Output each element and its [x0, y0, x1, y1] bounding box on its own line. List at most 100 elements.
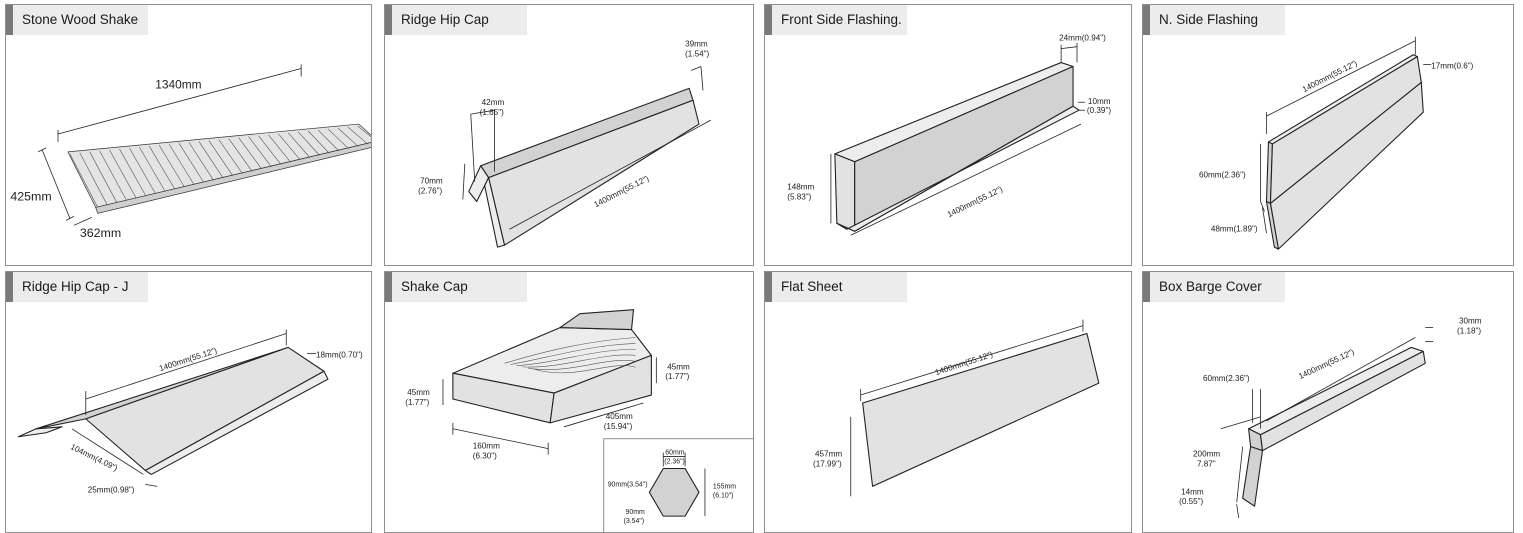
- shake-strip: [228, 138, 253, 172]
- dim-lip: 18mm(0.70"): [316, 350, 363, 359]
- panel-stone-wood-shake: Stone Wood Shake 1340mm 425mm 362mm: [5, 4, 372, 266]
- flashing-lower-edge: [1265, 200, 1279, 250]
- shake-strip: [218, 139, 243, 174]
- dim-upper-height: 60mm(2.36"): [1199, 171, 1246, 180]
- dim-depth: 362mm: [80, 226, 121, 240]
- dim-height: 70mm: [420, 177, 443, 186]
- shake-cap-drawing: 45mm (1.77") 45mm (1.77") 405mm (15.94")…: [405, 309, 753, 532]
- shake-strip: [79, 152, 108, 206]
- shake-strip: [307, 130, 330, 154]
- shake-strip: [178, 143, 205, 183]
- dim-width: 425mm: [10, 189, 51, 203]
- shake-strip: [208, 140, 234, 176]
- shake-cap-ridge: [534, 365, 636, 374]
- shake-strip: [129, 147, 156, 195]
- dim-flange-in: (1.65"): [480, 108, 504, 117]
- dim-height-in: (17.99"): [813, 460, 842, 469]
- cap-j-edge: [144, 370, 329, 475]
- stone-wood-shake-drawing: 1340mm 425mm 362mm: [10, 64, 371, 240]
- shake-strip: [109, 149, 137, 199]
- front-side-flashing-drawing: 24mm(0.94") 10mm (0.39") 148mm (5.83") 1…: [787, 34, 1111, 236]
- shake-strip: [149, 146, 176, 190]
- panel-front-side-flashing: Front Side Flashing. 24mm(0.94") 10mm (0…: [764, 4, 1132, 266]
- shake-strip: [99, 150, 127, 201]
- shake-cap-right: [549, 354, 652, 424]
- box-barge-cover-drawing: 30mm (1.18") 1400mm(55.12") 60mm(2.36") …: [1179, 317, 1482, 519]
- shake-strip: [268, 134, 291, 163]
- detail-height: 155mm: [713, 483, 736, 490]
- dim-left-height: 45mm: [407, 388, 430, 397]
- detail-side: 90mm(3.54"): [608, 481, 648, 488]
- shake-strip: [188, 142, 214, 181]
- shake-cap-ridge: [522, 354, 636, 368]
- panel-shake-cap: Shake Cap 45mm (1.77") 45mm (1.77") 405m…: [384, 271, 754, 533]
- dim-length: 1340mm: [155, 77, 201, 91]
- dim-height: 457mm: [815, 450, 842, 459]
- shake-cap-ridge: [510, 343, 636, 365]
- ridge-hip-cap-j-drawing: 1400mm(55.12") 18mm(0.70") 104mm(4.09") …: [17, 329, 363, 494]
- flashing-face: [834, 153, 856, 232]
- dim-left-height-in: (1.77"): [405, 398, 429, 407]
- barge-side: [1242, 446, 1264, 507]
- cap-j-lip: [17, 426, 63, 438]
- shake-strip: [119, 148, 147, 197]
- shake-cap-ridge: [516, 349, 636, 366]
- dim-depth-in: (15.94"): [604, 422, 633, 431]
- hex-profile: [648, 467, 700, 517]
- shake-strip: [248, 136, 272, 167]
- panel-title: N. Side Flashing: [1143, 5, 1285, 35]
- shake-strip: [258, 135, 282, 165]
- panel-ridge-hip-cap: Ridge Hip Cap 39mm (1.54") 42mm (1.65") …: [384, 4, 754, 266]
- shake-strip: [317, 129, 340, 152]
- shake-strip: [288, 132, 311, 158]
- dim-height: 30mm: [1459, 317, 1482, 326]
- dim-length: 1400mm(55.12"): [946, 185, 1004, 220]
- flat-sheet-drawing: 1400mm(55.12") 457mm (17.99"): [813, 319, 1100, 497]
- panel-box-barge-cover: Box Barge Cover 30mm (1.18") 1400mm(55.1…: [1142, 271, 1514, 533]
- shake-strip: [139, 146, 166, 192]
- shake-strip: [69, 153, 98, 208]
- shake-strip: [158, 145, 185, 188]
- detail-height-in: (6.10"): [713, 492, 734, 499]
- ridge-hip-cap-drawing: 39mm (1.54") 42mm (1.65") 70mm (2.76") 1…: [418, 40, 712, 248]
- shake-tile-top: [67, 123, 371, 208]
- n-side-flashing-drawing: 1400mm(55.12") 17mm(0.6") 60mm(2.36") 48…: [1199, 36, 1474, 250]
- dim-width: 160mm: [473, 442, 500, 451]
- panel-flat-sheet: Flat Sheet 1400mm(55.12") 457mm (17.99"): [764, 271, 1132, 533]
- panel-ridge-hip-cap-j: Ridge Hip Cap - J 1400mm(55.12") 18mm(0.…: [5, 271, 372, 533]
- shake-strip: [347, 126, 369, 145]
- dim-right-height-in: (1.77"): [665, 372, 689, 381]
- shake-cap-ridge: [504, 337, 636, 364]
- shake-strip: [238, 137, 262, 170]
- shake-cap-ridge: [528, 360, 636, 370]
- dim-top: 39mm: [685, 40, 708, 49]
- dim-height: 148mm: [787, 183, 814, 192]
- dim-flange: 42mm: [482, 98, 505, 107]
- panel-title: Flat Sheet: [765, 272, 907, 302]
- dim-return-in: (0.55"): [1179, 497, 1203, 506]
- shake-strip: [198, 141, 224, 179]
- shake-strip: [168, 144, 195, 186]
- panel-title: Ridge Hip Cap - J: [6, 272, 148, 302]
- shake-strip: [297, 131, 320, 156]
- shake-strip: [327, 128, 349, 149]
- panel-title: Shake Cap: [385, 272, 527, 302]
- dim-hem: 10mm: [1088, 97, 1111, 106]
- detail-top-in: (2.36"): [664, 459, 685, 466]
- dim-right-height: 45mm: [667, 362, 690, 371]
- dim-length: 1400mm(55.12"): [158, 346, 218, 373]
- shake-strip: [337, 127, 359, 147]
- dim-lip: 17mm(0.6"): [1431, 62, 1473, 71]
- shake-cap-ridges: [504, 337, 636, 374]
- detail-bottom-in: (3.54"): [624, 518, 645, 525]
- panel-title: Ridge Hip Cap: [385, 5, 527, 35]
- shake-cap-crest: [559, 309, 635, 331]
- dim-hem: 25mm(0.98"): [88, 485, 135, 494]
- shake-strip: [278, 133, 301, 161]
- flat-sheet: [862, 332, 1100, 487]
- dim-hem-in: (0.39"): [1087, 106, 1111, 115]
- dim-width-in: (6.30"): [473, 452, 497, 461]
- dim-width: 104mm(4.09"): [69, 442, 119, 473]
- dim-flange: 60mm(2.36"): [1203, 374, 1250, 383]
- shake-tile-front: [95, 142, 371, 214]
